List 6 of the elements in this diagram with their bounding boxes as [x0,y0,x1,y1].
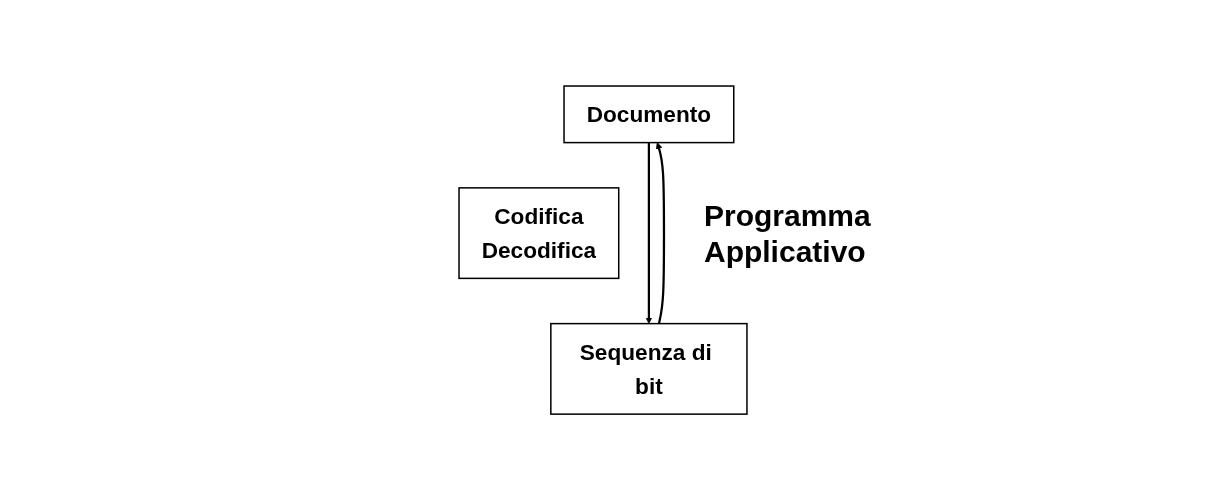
node-box: Documento [563,85,735,144]
node-box: Codifica Decodifica [458,187,620,280]
arrow [655,142,666,325]
arrow [645,143,653,325]
node-caption: Programma Applicativo [703,197,872,270]
node-box: Sequenza di bit [550,323,748,416]
